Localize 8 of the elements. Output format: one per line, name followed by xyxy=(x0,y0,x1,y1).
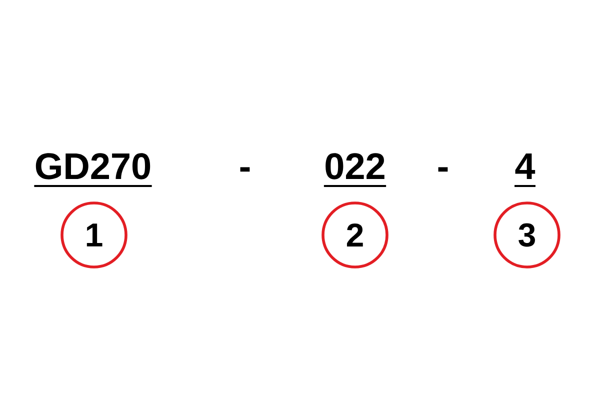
callout-number: 2 xyxy=(322,202,388,268)
part-code: GD270 xyxy=(34,153,152,187)
callout-number: 1 xyxy=(60,202,128,268)
hyphen: - xyxy=(240,167,250,172)
part-code: 022 xyxy=(324,153,386,187)
callout-number: 3 xyxy=(494,202,560,268)
hyphen: - xyxy=(438,167,448,172)
part-code: 4 xyxy=(514,154,536,187)
